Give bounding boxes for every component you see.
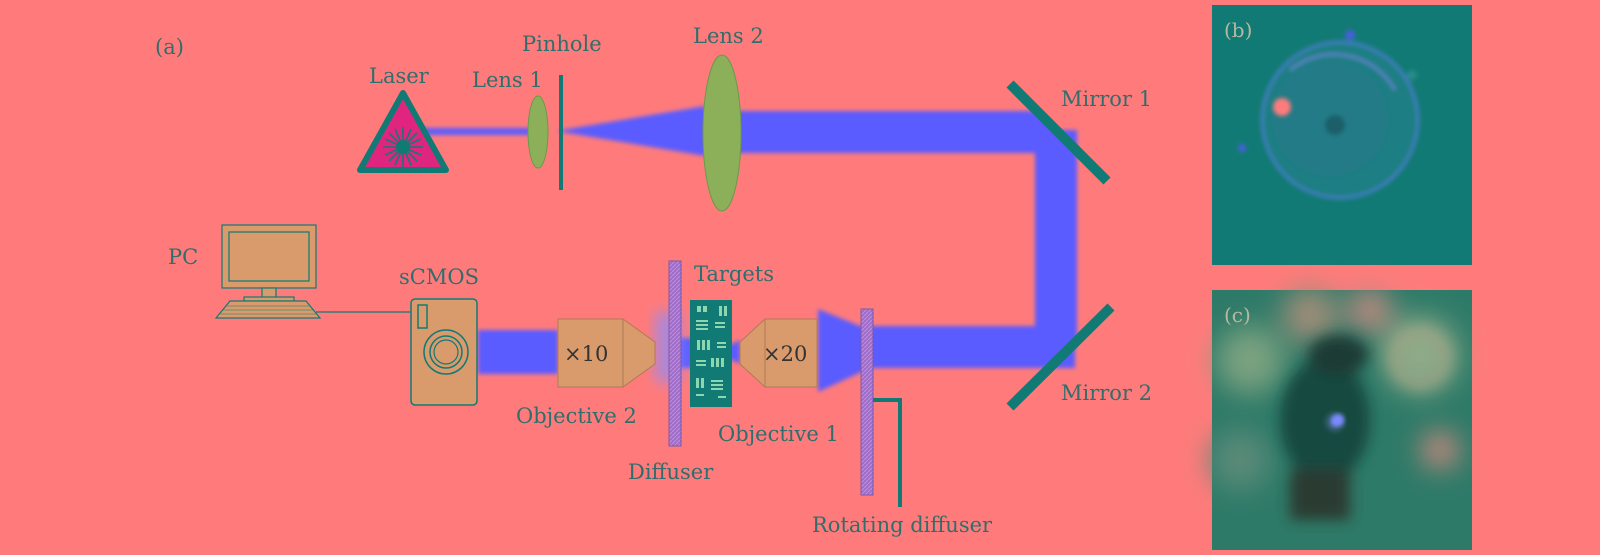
rotating-diffuser — [860, 308, 902, 507]
pinhole-label: Pinhole — [522, 32, 602, 56]
laser — [357, 90, 449, 173]
objective1 — [739, 317, 818, 389]
lens1-label: Lens 1 — [472, 68, 543, 92]
mirror2 — [1006, 303, 1115, 411]
pc-monitor — [221, 224, 317, 289]
beam-corner-top — [1020, 111, 1077, 175]
lens1 — [527, 95, 549, 169]
objective2 — [557, 318, 656, 388]
diffuser — [668, 260, 682, 447]
objective2-magnification: ×10 — [564, 342, 608, 366]
rotating-diffuser-label: Rotating diffuser — [812, 513, 993, 537]
targets-label: Targets — [694, 262, 774, 286]
pc-keyboard — [214, 300, 322, 319]
scmos-label: sCMOS — [399, 265, 479, 289]
mirror1 — [1006, 80, 1111, 185]
camera-lens-icon — [423, 329, 469, 375]
scmos-camera — [410, 298, 478, 406]
beam-laser-to-lens1 — [420, 128, 540, 135]
laser-label: Laser — [369, 64, 430, 88]
panel-b-label: (b) — [1224, 18, 1252, 42]
pc-computer-icon — [214, 224, 322, 319]
mirror2-label: Mirror 2 — [1061, 381, 1152, 405]
beam-objective1-cone — [818, 309, 870, 392]
panel-b-laser-spot — [1273, 98, 1291, 116]
camera-viewfinder — [417, 304, 428, 329]
diffuser-label: Diffuser — [628, 460, 714, 484]
panel-a-label: (a) — [155, 35, 184, 59]
lens2 — [702, 54, 742, 212]
resolution-target — [690, 300, 732, 407]
panel-b-photo: (b) — [1212, 5, 1472, 265]
mirror1-label: Mirror 1 — [1061, 87, 1152, 111]
lens2-label: Lens 2 — [693, 24, 764, 48]
beam-expansion-cone — [556, 106, 705, 156]
panel-c-light-spot — [1332, 414, 1344, 426]
objective1-label: Objective 1 — [718, 422, 839, 446]
beam-objective2-to-camera — [478, 330, 558, 374]
rotating-diffuser-mount — [873, 398, 902, 507]
pc-label: PC — [168, 245, 198, 269]
panel-c-label: (c) — [1224, 303, 1251, 327]
objective2-label: Objective 2 — [516, 404, 637, 428]
panel-c-photo: (c) — [1210, 287, 1472, 550]
beam-collimated-top — [700, 111, 1030, 153]
objective1-magnification: ×20 — [763, 342, 807, 366]
